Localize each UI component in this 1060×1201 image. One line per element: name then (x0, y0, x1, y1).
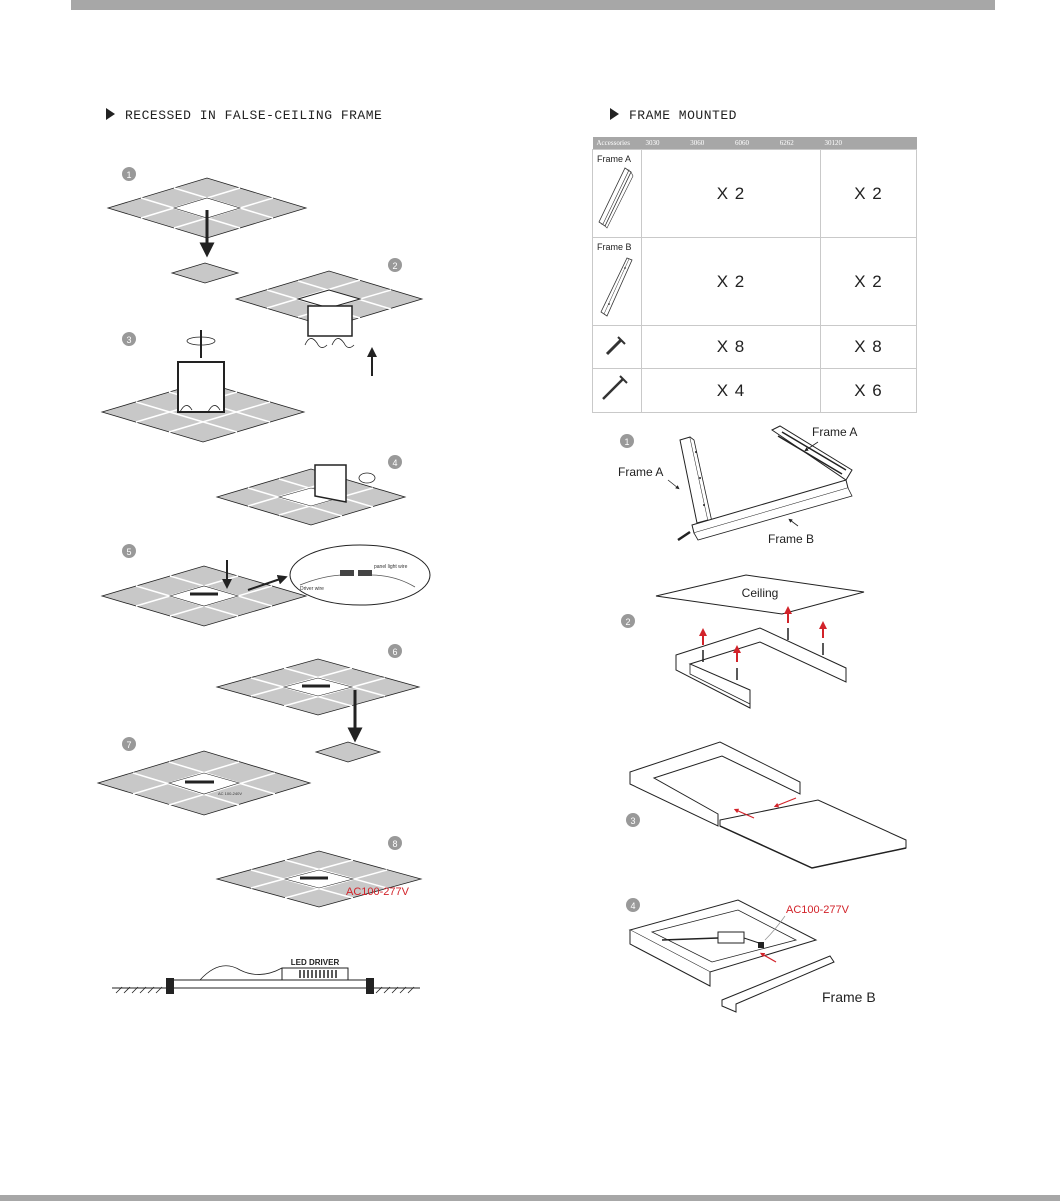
ac-voltage-label: AC100-277V (346, 886, 410, 898)
qty-long-screw: X 4 (641, 368, 821, 413)
step-number: 6 (392, 647, 397, 657)
long-screw-cell (592, 368, 642, 413)
step-number: 2 (392, 261, 397, 271)
qty-frame-b-30120: X 2 (820, 237, 917, 326)
step-number: 5 (126, 547, 131, 557)
led-driver-section: LED DRIVER (112, 958, 420, 994)
left-step-6: 6 (215, 644, 421, 763)
step-number: 2 (625, 617, 630, 627)
frame-a-label-left: Frame A (618, 465, 663, 479)
short-screw-icon (605, 335, 626, 355)
frame-a-rail-icon (598, 167, 634, 229)
step-number: 1 (624, 437, 629, 447)
col-3060: 3060 (686, 137, 731, 150)
left-step-4: 4 (215, 455, 407, 526)
frame-b-cell: Frame B (592, 237, 642, 326)
step-number: 1 (126, 170, 131, 180)
step-number: 7 (126, 740, 131, 750)
ac-small-label: AC 100-240V (218, 791, 242, 796)
triangle-bullet-icon (610, 108, 619, 120)
step-number: 4 (630, 901, 635, 911)
qty-long-screw-30120: X 6 (820, 368, 917, 413)
bottom-bar (0, 1195, 1060, 1201)
col-3030: 3030 (641, 137, 687, 150)
left-step-5: 5 Driver wire panel light wire (100, 544, 431, 627)
heading-frame-mounted: FRAME MOUNTED (610, 108, 737, 123)
left-step-2: 2 (234, 258, 424, 376)
col-accessories: Accessories (592, 137, 642, 150)
frame-b-label-step4: Frame B (822, 989, 876, 1005)
ceiling-label: Ceiling (742, 586, 779, 600)
accessories-table: Accessories 3030 3060 6060 6262 30120 Fr… (592, 137, 917, 413)
table-row: X 4 X 6 (592, 368, 917, 413)
qty-frame-b: X 2 (641, 237, 821, 326)
triangle-bullet-icon (106, 108, 115, 120)
frame-b-rail-icon (600, 257, 633, 317)
left-step-3: 3 (100, 330, 306, 443)
qty-short-screw: X 8 (641, 325, 821, 369)
frame-a-label-top: Frame A (812, 425, 857, 439)
col-30120: 30120 (820, 137, 917, 150)
driver-wire-label: Driver wire (300, 586, 324, 592)
right-step-1: 1 Frame A Frame A Frame B (618, 425, 857, 546)
col-6262: 6262 (775, 137, 821, 150)
table-header-row: Accessories 3030 3060 6060 6262 30120 (592, 137, 917, 150)
panel-light-wire-label: panel light wire (374, 564, 408, 570)
left-step-8: 8 AC100-277V (215, 836, 423, 908)
qty-short-screw-30120: X 8 (820, 325, 917, 369)
left-step-1: 1 (106, 167, 308, 284)
col-6060: 6060 (731, 137, 776, 150)
top-bar (71, 0, 995, 10)
frame-b-label-step1: Frame B (768, 532, 814, 546)
qty-frame-a-30120: X 2 (820, 149, 917, 238)
right-step-2: 2 Ceiling (621, 574, 865, 709)
right-step-4: 4 AC100-277V Frame B (626, 898, 876, 1013)
step-number: 3 (126, 335, 131, 345)
ac-voltage-label-right: AC100-277V (786, 904, 850, 916)
long-screw-icon (602, 375, 628, 400)
table-row: X 8 X 8 (592, 325, 917, 369)
table-row: Frame B X 2 X 2 (592, 237, 917, 326)
right-step-3: 3 (626, 741, 907, 869)
step-number: 3 (630, 816, 635, 826)
left-step-7: 7 AC 100-240V (96, 737, 312, 816)
step-number: 8 (392, 839, 397, 849)
table-row: Frame A X 2 X 2 (592, 149, 917, 238)
led-driver-label: LED DRIVER (291, 958, 340, 967)
step-number: 4 (392, 458, 397, 468)
heading-recessed: RECESSED IN FALSE-CEILING FRAME (106, 108, 382, 123)
